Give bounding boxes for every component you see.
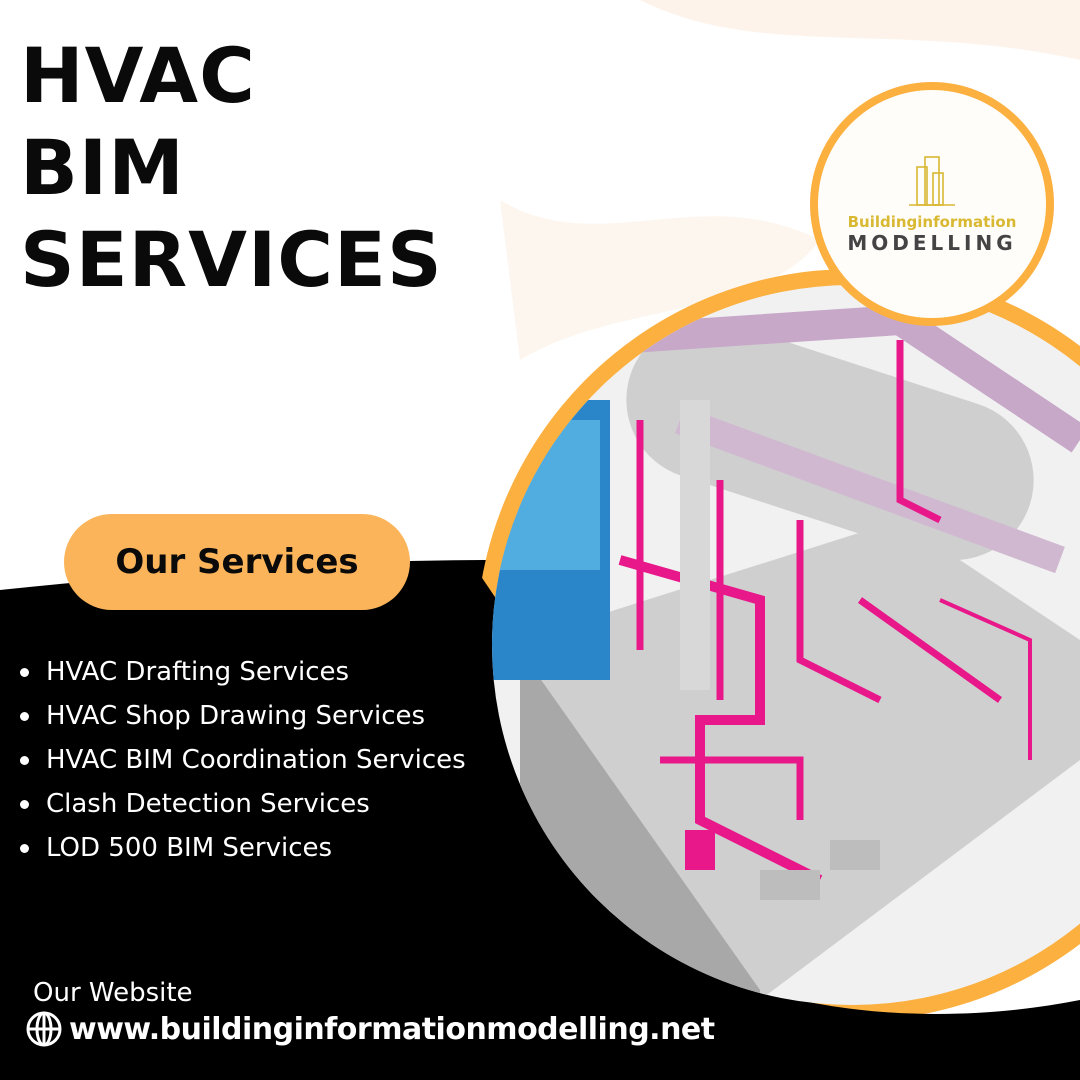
service-label: Clash Detection Services [46,789,370,819]
bullet-icon [20,711,29,721]
title-line: SERVICES [20,215,443,304]
logo-line1: Buildinginformation [847,213,1017,231]
list-item: LOD 500 BIM Services [20,826,466,870]
service-label: HVAC BIM Coordination Services [46,745,466,775]
globe-icon [26,1011,62,1047]
company-logo: Buildinginformation MODELLING [810,82,1054,326]
building-icon [909,156,955,206]
page-title: HVAC BIM SERVICES [20,30,443,306]
list-item: Clash Detection Services [20,782,466,826]
title-line: BIM [20,123,185,212]
title-line: HVAC [20,31,256,120]
service-label: HVAC Shop Drawing Services [46,701,426,731]
bullet-icon [20,667,29,677]
service-label: HVAC Drafting Services [46,657,350,687]
list-item: HVAC Shop Drawing Services [20,694,466,738]
service-label: LOD 500 BIM Services [46,833,333,863]
logo-line2: MODELLING [847,231,1017,255]
black-panel [0,560,600,1080]
our-services-button[interactable]: Our Services [64,514,410,610]
website-label: Our Website [33,978,193,1008]
list-item: HVAC BIM Coordination Services [20,738,466,782]
bullet-icon [20,843,29,853]
list-item: HVAC Drafting Services [20,650,466,694]
bullet-icon [20,755,29,765]
website-link[interactable]: www.buildinginformationmodelling.net [25,1010,715,1048]
services-list: HVAC Drafting Services HVAC Shop Drawing… [20,650,466,870]
bullet-icon [20,799,29,809]
website-url[interactable]: www.buildinginformationmodelling.net [69,1011,715,1047]
